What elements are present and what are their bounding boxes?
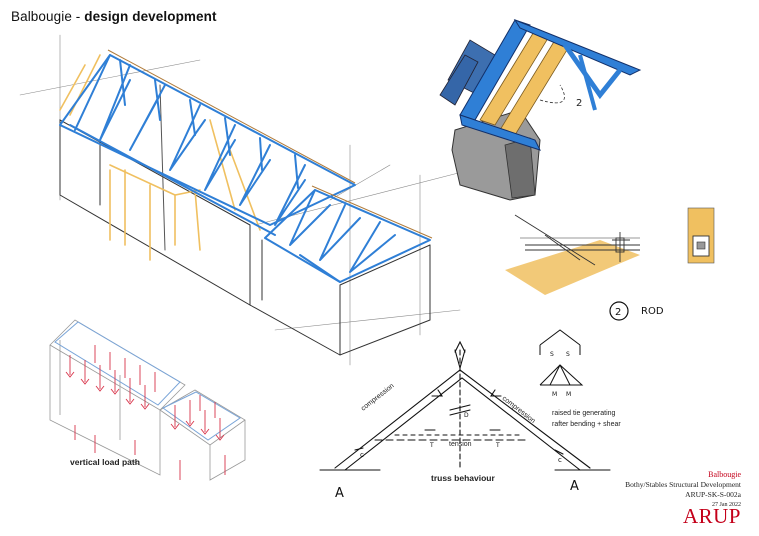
page-title: Balbougie - design development bbox=[11, 9, 217, 24]
arup-logo: ARUP bbox=[682, 504, 741, 528]
tension-label: tension bbox=[449, 441, 472, 448]
mark-t1: T bbox=[429, 442, 434, 449]
mark-s1: S bbox=[550, 351, 554, 358]
mark-t2: T bbox=[495, 442, 500, 449]
title-block-date: 27 Jan 2022 bbox=[712, 502, 741, 508]
title-block-description: Bothy/Stables Structural Development bbox=[625, 480, 741, 489]
mark-m1: M bbox=[552, 391, 557, 398]
title-main: design development bbox=[84, 9, 217, 24]
raised-tie-line-2: rafter bending + shear bbox=[552, 421, 621, 428]
title-block-project: Balbougie bbox=[708, 470, 741, 479]
raised-tie-note: raised tie generating rafter bending + s… bbox=[552, 408, 621, 430]
detail-ref-number: 2 bbox=[615, 307, 621, 318]
section-a-left: A bbox=[335, 486, 344, 501]
title-block-drawing-no: ARUP-SK-S-002a bbox=[685, 490, 741, 499]
mark-s2: S bbox=[566, 351, 570, 358]
detail-number-label: 2 bbox=[576, 98, 582, 109]
section-a-right: A bbox=[570, 479, 579, 494]
mark-m2: M bbox=[566, 391, 571, 398]
detail-ref-circle bbox=[609, 301, 629, 321]
vertical-load-path-label: vertical load path bbox=[70, 457, 140, 467]
rod-label: ROD bbox=[641, 306, 664, 317]
raised-tie-line-1: raised tie generating bbox=[552, 410, 616, 417]
truss-behaviour-label: truss behaviour bbox=[431, 473, 495, 483]
mark-c-left: c bbox=[360, 451, 364, 459]
title-project: Balbougie bbox=[11, 9, 72, 24]
title-block: Balbougie Bothy/Stables Structural Devel… bbox=[625, 470, 741, 510]
mark-d: D bbox=[464, 412, 469, 419]
title-separator: - bbox=[71, 9, 85, 24]
mark-c-right: c bbox=[558, 456, 562, 464]
